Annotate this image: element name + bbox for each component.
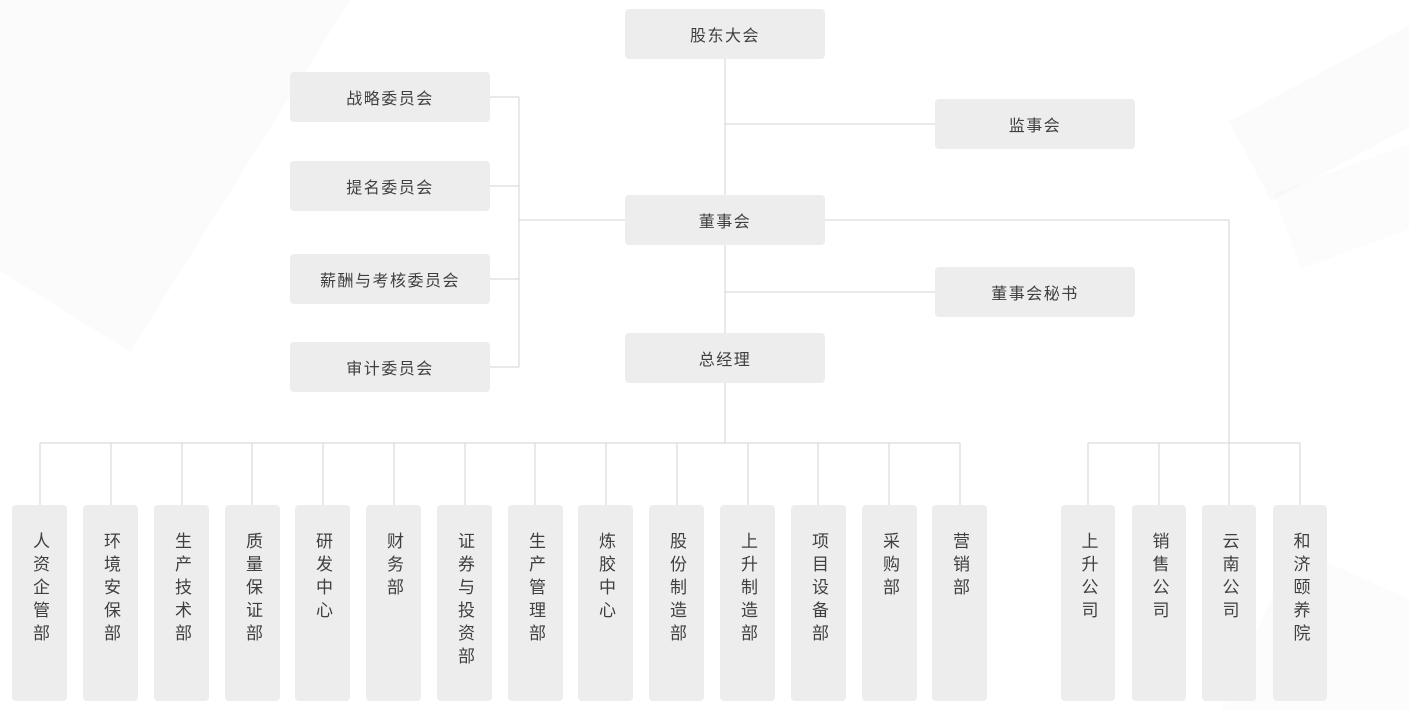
department-label: 人资企管部 <box>30 532 49 647</box>
department-label: 环境安保部 <box>101 532 120 647</box>
department-label: 股份制造部 <box>667 532 686 647</box>
department-label: 营销部 <box>950 532 969 601</box>
department-label: 生产管理部 <box>526 532 545 647</box>
node-general-manager: 总经理 <box>625 333 825 383</box>
department-box: 财务部 <box>366 505 421 701</box>
department-box: 股份制造部 <box>649 505 704 701</box>
subsidiary-label: 上升公司 <box>1078 532 1098 624</box>
node-audit-committee: 审计委员会 <box>290 342 490 392</box>
department-label: 财务部 <box>384 532 403 601</box>
department-box: 证券与投资部 <box>437 505 492 701</box>
node-board-secretary: 董事会秘书 <box>935 267 1135 317</box>
department-box: 炼胶中心 <box>578 505 633 701</box>
department-label: 质量保证部 <box>243 532 262 647</box>
department-label: 证券与投资部 <box>455 532 474 670</box>
department-box: 生产管理部 <box>508 505 563 701</box>
subsidiary-label: 销售公司 <box>1149 532 1169 624</box>
subsidiary-label: 云南公司 <box>1219 532 1239 624</box>
department-label: 项目设备部 <box>809 532 828 647</box>
node-nomination-committee: 提名委员会 <box>290 161 490 211</box>
department-label: 采购部 <box>880 532 899 601</box>
subsidiary-label: 和济颐养院 <box>1290 532 1310 647</box>
node-supervisory-board: 监事会 <box>935 99 1135 149</box>
department-label: 研发中心 <box>313 532 332 624</box>
department-box: 营销部 <box>932 505 987 701</box>
department-box: 研发中心 <box>295 505 350 701</box>
department-box: 上升制造部 <box>720 505 775 701</box>
department-box: 采购部 <box>862 505 917 701</box>
subsidiary-box: 上升公司 <box>1061 505 1115 701</box>
department-box: 质量保证部 <box>225 505 280 701</box>
subsidiary-box: 销售公司 <box>1132 505 1186 701</box>
node-strategy-committee: 战略委员会 <box>290 72 490 122</box>
department-box: 环境安保部 <box>83 505 138 701</box>
subsidiary-box: 和济颐养院 <box>1273 505 1327 701</box>
department-box: 项目设备部 <box>791 505 846 701</box>
node-shareholders-meeting: 股东大会 <box>625 9 825 59</box>
department-label: 炼胶中心 <box>596 532 615 624</box>
department-box: 人资企管部 <box>12 505 67 701</box>
department-label: 生产技术部 <box>172 532 191 647</box>
subsidiary-box: 云南公司 <box>1202 505 1256 701</box>
node-board-of-directors: 董事会 <box>625 195 825 245</box>
department-label: 上升制造部 <box>738 532 757 647</box>
node-remuneration-committee: 薪酬与考核委员会 <box>290 254 490 304</box>
department-box: 生产技术部 <box>154 505 209 701</box>
